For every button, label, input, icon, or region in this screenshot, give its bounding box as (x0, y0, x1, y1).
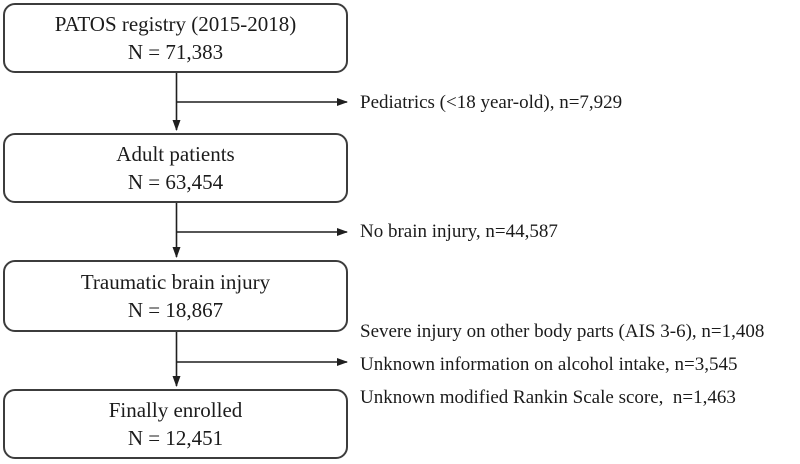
flow-box-patos-registry: PATOS registry (2015-2018) N = 71,383 (3, 3, 348, 73)
exclusion-label-no-brain-injury: No brain injury, n=44,587 (360, 221, 558, 242)
box-title: Traumatic brain injury (80, 270, 271, 294)
box-title: Adult patients (116, 142, 235, 166)
exclusion-label-rankin-scale: Unknown modified Rankin Scale score, n=1… (360, 387, 736, 408)
box-count: N = 71,383 (127, 40, 224, 64)
box-title: PATOS registry (2015-2018) (54, 12, 297, 36)
flow-box-traumatic-brain-injury: Traumatic brain injury N = 18,867 (3, 260, 348, 332)
exclusion-label-pediatrics: Pediatrics (<18 year-old), n=7,929 (360, 92, 623, 113)
box-count: N = 12,451 (127, 426, 224, 450)
box-count: N = 18,867 (127, 298, 224, 322)
box-title: Finally enrolled (108, 398, 243, 422)
exclusion-label-severe-injury: Severe injury on other body parts (AIS 3… (360, 321, 765, 342)
box-count: N = 63,454 (127, 170, 224, 194)
flow-box-adult-patients: Adult patients N = 63,454 (3, 133, 348, 203)
flow-box-finally-enrolled: Finally enrolled N = 12,451 (3, 389, 348, 459)
exclusion-label-alcohol-intake: Unknown information on alcohol intake, n… (360, 354, 738, 375)
